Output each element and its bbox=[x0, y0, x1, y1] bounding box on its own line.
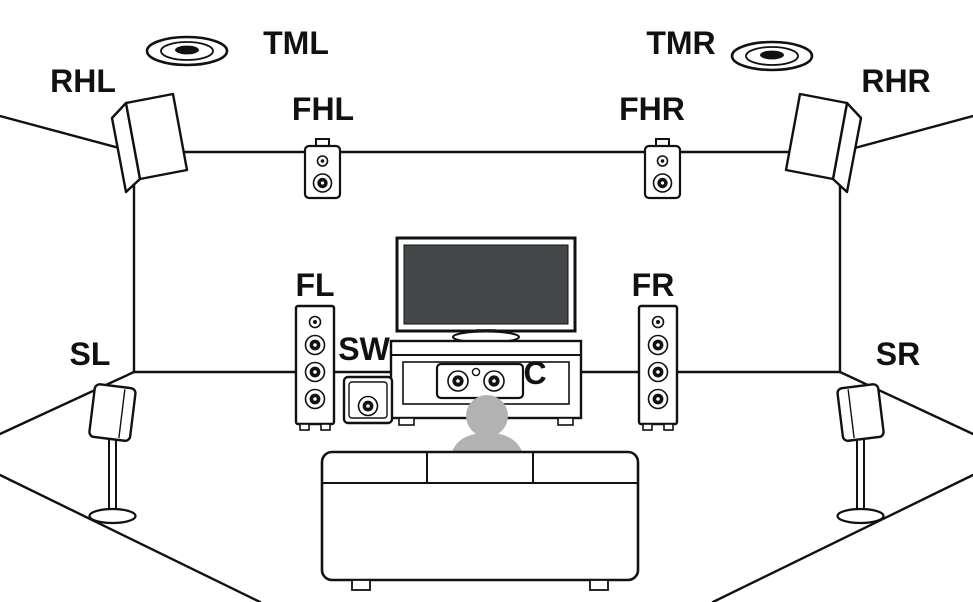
label-tml: TML bbox=[263, 25, 329, 61]
floor-edge-right bbox=[838, 370, 973, 436]
sofa-foot bbox=[351, 579, 371, 591]
woofer-dot bbox=[313, 397, 317, 401]
label-rhr: RHR bbox=[861, 63, 930, 99]
label-tmr: TMR bbox=[646, 25, 715, 61]
cabinet-foot bbox=[557, 417, 574, 426]
ceiling-speaker-tmr-icon bbox=[730, 40, 814, 72]
label-sr: SR bbox=[876, 336, 920, 372]
tv-screen bbox=[403, 244, 569, 325]
woofer-dot bbox=[656, 343, 660, 347]
stand-base bbox=[836, 507, 885, 525]
ceiling-speaker-tml-icon bbox=[145, 35, 229, 67]
woofer-dot bbox=[660, 181, 665, 185]
label-fl: FL bbox=[295, 267, 334, 303]
front-height-speaker-fhl-icon bbox=[303, 138, 342, 200]
ceiling-speaker-cone bbox=[175, 45, 199, 55]
surround-speaker-sl-icon bbox=[88, 383, 137, 525]
label-c: C bbox=[523, 355, 546, 391]
front-speaker-fl-icon bbox=[294, 304, 336, 431]
front-speaker-fr-icon bbox=[637, 304, 679, 431]
ceiling-edge-right bbox=[838, 114, 973, 154]
tv-icon bbox=[395, 236, 577, 344]
woofer-dot bbox=[456, 379, 460, 383]
speaker-body bbox=[88, 383, 137, 442]
label-fhl: FHL bbox=[292, 91, 354, 127]
speaker-labels: RHL TML FHL FHR TMR RHR FL FR SL SW C SR bbox=[50, 25, 931, 391]
speaker-foot bbox=[663, 423, 674, 431]
tweeter-dot bbox=[320, 159, 325, 163]
label-sw: SW bbox=[338, 331, 390, 367]
label-fr: FR bbox=[632, 267, 675, 303]
person-head bbox=[466, 395, 508, 437]
woofer-dot bbox=[492, 379, 496, 383]
stand-base bbox=[88, 507, 137, 525]
front-floor-edge-right bbox=[711, 473, 973, 602]
speaker-body bbox=[836, 383, 885, 442]
speaker-foot bbox=[642, 423, 653, 431]
sofa-body bbox=[320, 450, 640, 582]
cabinet-foot bbox=[398, 417, 415, 426]
speaker-box bbox=[88, 383, 137, 442]
tweeter-dot bbox=[656, 320, 660, 324]
label-sl: SL bbox=[70, 336, 111, 372]
surround-speaker-sr-icon bbox=[836, 383, 885, 525]
woofer-dot bbox=[313, 370, 317, 374]
stand-pole bbox=[108, 437, 117, 513]
stand-pole bbox=[856, 437, 865, 513]
label-rhl: RHL bbox=[50, 63, 116, 99]
sofa-foot bbox=[589, 579, 609, 591]
label-fhr: FHR bbox=[619, 91, 685, 127]
speaker-box bbox=[836, 383, 885, 442]
speaker-front-face bbox=[124, 92, 189, 181]
tweeter-dot bbox=[313, 320, 317, 324]
center-speaker-c-icon bbox=[435, 362, 525, 400]
height-speaker-rhr-icon bbox=[784, 92, 863, 194]
ceiling-speaker-cone bbox=[760, 50, 784, 60]
speaker-edge-line bbox=[847, 389, 855, 439]
woofer-dot bbox=[656, 397, 660, 401]
woofer-dot bbox=[313, 343, 317, 347]
speaker-foot bbox=[299, 423, 310, 431]
tweeter-dot bbox=[660, 159, 665, 163]
front-height-speaker-fhr-icon bbox=[643, 138, 682, 200]
woofer-dot bbox=[656, 370, 660, 374]
speaker-front-face bbox=[784, 92, 849, 181]
tweeter bbox=[471, 367, 481, 377]
woofer-dot bbox=[320, 181, 325, 185]
woofer-dot bbox=[366, 404, 370, 408]
front-floor-edge-left bbox=[0, 473, 262, 602]
speaker-edge-line bbox=[118, 389, 126, 439]
ceiling-edge-left bbox=[0, 114, 136, 154]
height-speaker-rhl-icon bbox=[110, 92, 189, 194]
subwoofer-sw-icon bbox=[342, 375, 394, 425]
floor-edge-left bbox=[0, 370, 136, 436]
sofa-icon bbox=[320, 450, 640, 591]
speaker-foot bbox=[320, 423, 331, 431]
